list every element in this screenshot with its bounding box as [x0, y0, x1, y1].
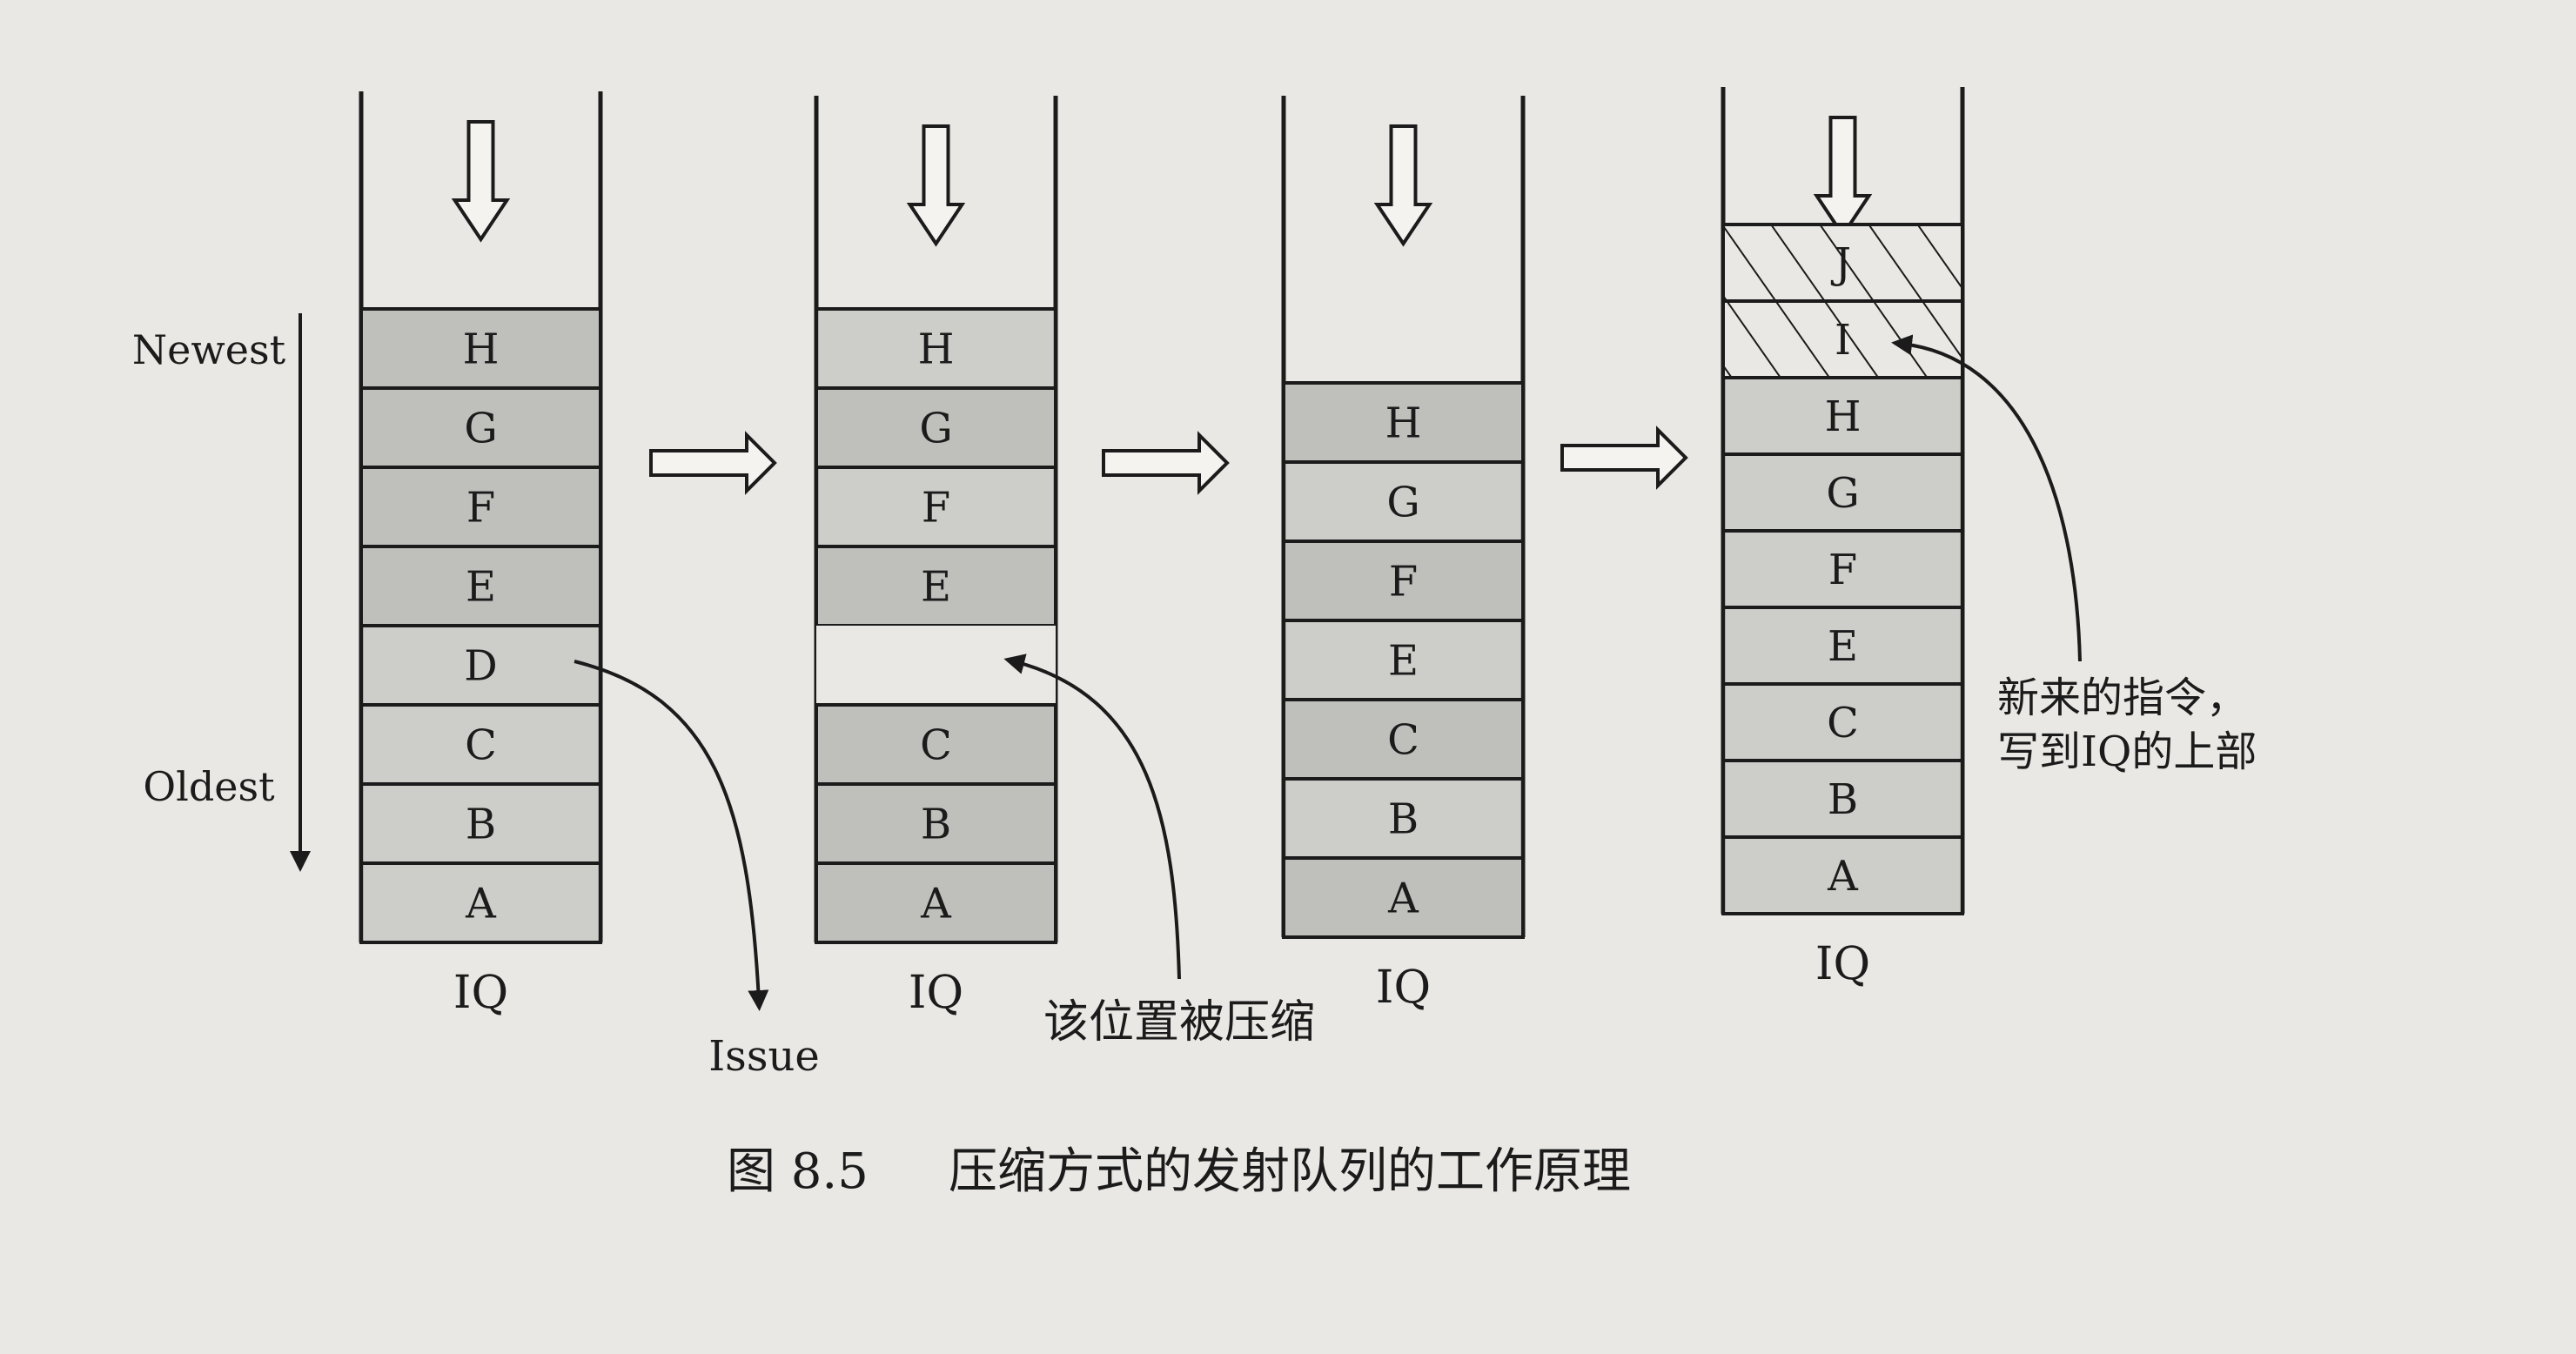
slot-label: H	[1385, 399, 1422, 448]
queue-slot	[1282, 698, 1525, 781]
queue-slot	[815, 861, 1057, 944]
slot-label: D	[464, 642, 497, 691]
queue-slot	[1721, 835, 1964, 915]
slot-label: G	[464, 405, 497, 453]
queue-slot	[359, 861, 602, 944]
slot-label: B	[921, 801, 951, 849]
slot-label: G	[1826, 469, 1859, 518]
issue-label: Issue	[708, 1032, 820, 1081]
queue-slot	[1721, 223, 1964, 303]
transition-arrow-2	[1102, 431, 1230, 495]
queue-slot	[1721, 682, 1964, 762]
queue-label: IQ	[1815, 938, 1870, 990]
new-instruction-label-line2: 写到IQ的上部	[1997, 727, 2257, 776]
oldest-label: Oldest	[143, 763, 275, 810]
slot-label: C	[465, 721, 497, 770]
slot-label: E	[466, 563, 496, 612]
slot-label: E	[1828, 622, 1858, 671]
new-instruction-arrow	[1891, 334, 2082, 662]
incoming-arrow	[1813, 116, 1873, 238]
slot-label: F	[466, 484, 495, 533]
slot-label: E	[1388, 637, 1419, 686]
newest-label: Newest	[132, 326, 286, 373]
incoming-arrow	[1373, 124, 1433, 247]
slot-label: C	[1827, 699, 1859, 747]
compressed-label: 该位置被压缩	[1043, 996, 1315, 1049]
transition-arrow-3	[1560, 426, 1688, 490]
figure-title: 压缩方式的发射队列的工作原理	[949, 1143, 1631, 1200]
slot-label: H	[1825, 392, 1862, 441]
incoming-arrow	[906, 124, 966, 247]
slot-label: F	[1828, 546, 1857, 594]
queue-slot	[1282, 381, 1525, 464]
queue-slot	[1721, 606, 1964, 686]
queue-slot	[1282, 460, 1525, 543]
slot-label: I	[1835, 316, 1851, 365]
queue-slot	[1721, 529, 1964, 609]
slot-label: A	[1387, 875, 1419, 923]
queue-slot	[359, 782, 602, 865]
queue-slot	[1282, 619, 1525, 701]
queue-slot	[815, 545, 1057, 627]
slot-label: G	[919, 405, 952, 453]
queue-slot	[1282, 540, 1525, 622]
queue-label: IQ	[1376, 962, 1431, 1014]
slot-label: F	[922, 484, 950, 533]
slot-label: E	[921, 563, 951, 612]
queue-slot	[1282, 777, 1525, 860]
slot-label: C	[1387, 716, 1419, 765]
slot-label: C	[920, 721, 952, 770]
queue-label: IQ	[909, 967, 963, 1019]
age-axis: Newest Oldest	[132, 313, 311, 872]
queue-slot	[1721, 299, 1964, 379]
slot-label: F	[1389, 558, 1418, 607]
queue-slot	[815, 782, 1057, 865]
slot-label: A	[920, 880, 952, 928]
slot-label: H	[918, 325, 955, 374]
incoming-arrow	[451, 120, 511, 243]
slot-label: G	[1386, 479, 1419, 527]
slot-label: B	[1388, 795, 1419, 844]
queue-slot	[359, 386, 602, 469]
slot-label: A	[1827, 852, 1859, 901]
compressed-slot	[816, 626, 1056, 705]
issue-arrow	[574, 660, 769, 1011]
compressed-arrow	[1003, 654, 1181, 980]
queue-slot	[1282, 856, 1525, 939]
queue-slot	[815, 307, 1057, 390]
transition-arrow-1	[649, 431, 777, 495]
slot-label: A	[465, 880, 497, 928]
figure-number: 图 8.5	[727, 1143, 869, 1200]
queue-slot	[359, 624, 602, 707]
new-instruction-label-line1: 新来的指令，	[1997, 674, 2248, 722]
queue-slot	[359, 307, 602, 390]
queue-label: IQ	[453, 967, 508, 1019]
slot-label: B	[1828, 775, 1858, 824]
queue-slot	[359, 545, 602, 627]
queue-slot	[359, 703, 602, 786]
slot-label: J	[1830, 239, 1851, 288]
slot-label: B	[466, 801, 496, 849]
queue-slot	[359, 466, 602, 548]
slot-label: H	[463, 325, 500, 374]
queue-slot	[815, 386, 1057, 469]
queue-slot	[815, 466, 1057, 548]
